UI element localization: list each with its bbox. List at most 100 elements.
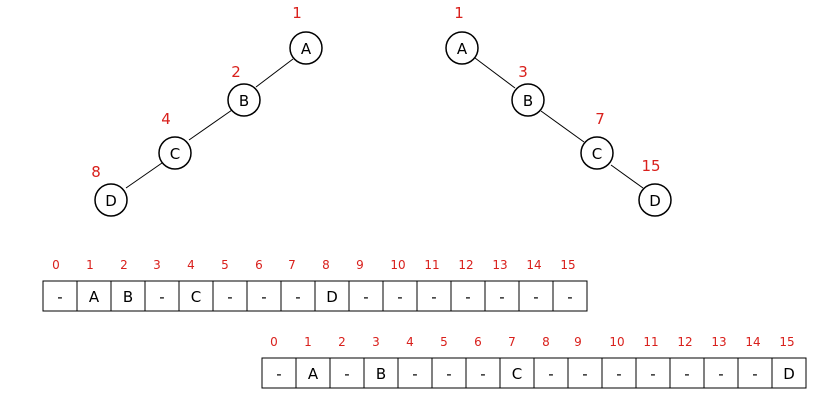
array1-cell-7-value: -: [295, 288, 300, 306]
array2-cell-11-value: -: [650, 365, 655, 383]
tree1-node-d: D: [94, 183, 128, 217]
array2-cell-1: [295, 357, 331, 389]
array2-index-8: 8: [542, 335, 550, 349]
array1-cell-14: [518, 280, 554, 312]
array2-cell-0-value: -: [276, 365, 281, 383]
array1-cell-5-value: -: [227, 288, 232, 306]
array1-index-3: 3: [153, 258, 161, 272]
array1-cell-6-value: -: [261, 288, 266, 306]
tree2-node-b: B: [511, 83, 545, 117]
tree2-node-a: A: [445, 31, 479, 65]
array2-index-1: 1: [304, 335, 312, 349]
tree-left-skewed: A 1 B 2 C 4 D 8: [91, 4, 323, 217]
array1-index-0: 0: [52, 258, 60, 272]
array1-index-9: 9: [356, 258, 364, 272]
array2-index-0: 0: [270, 335, 278, 349]
array1-cell-10-value: -: [397, 288, 402, 306]
array2-cell-3-value: B: [376, 365, 386, 383]
tree1-node-a-index: 1: [292, 4, 302, 22]
array1-cell-2: [110, 280, 146, 312]
array2-index-2: 2: [338, 335, 346, 349]
tree1-edge-a-b: [255, 58, 294, 88]
array1-cell-1-value: A: [89, 288, 100, 306]
array1-cell-3: [144, 280, 180, 312]
tree2-node-b-label: B: [523, 92, 533, 110]
tree2-node-a-label: A: [457, 40, 468, 58]
array1-cell-13-value: -: [499, 288, 504, 306]
array2-cell-14-value: -: [752, 365, 757, 383]
array1-cell-10: [382, 280, 418, 312]
array1-index-13: 13: [492, 258, 507, 272]
array1-cell-4-value: C: [191, 288, 201, 306]
array2-cell-6-value: -: [480, 365, 485, 383]
array1-cell-11: [416, 280, 452, 312]
array2-cell-0: [261, 357, 297, 389]
tree2-edge-b-c: [540, 110, 585, 143]
tree1-node-a-label: A: [301, 40, 312, 58]
array2-index-3: 3: [372, 335, 380, 349]
array1-cell-5: [212, 280, 248, 312]
tree1-node-c-label: C: [170, 145, 180, 163]
tree2-node-d-index: 15: [641, 157, 660, 175]
array1-index-14: 14: [526, 258, 541, 272]
array1-index-6: 6: [255, 258, 263, 272]
array1-cell-15: [552, 280, 588, 312]
array2-index-7: 7: [508, 335, 516, 349]
array1-cell-1: [76, 280, 112, 312]
array1-cell-2-value: B: [123, 288, 133, 306]
array1-cell-3-value: -: [159, 288, 164, 306]
array2-cell-9: [567, 357, 603, 389]
array1-cell-13: [484, 280, 520, 312]
tree1-node-d-index: 8: [91, 163, 101, 181]
array1-cell-0: [42, 280, 78, 312]
array-right-skewed: 0 1 2 3 4 5 6 7 8 9 10 11 12 13 14 15 - …: [261, 335, 807, 389]
array2-cell-15-value: D: [783, 365, 795, 383]
array-left-skewed: 0 1 2 3 4 5 6 7 8 9 10 11 12 13 14 15 - …: [42, 258, 588, 312]
tree1-node-a: A: [289, 31, 323, 65]
array2-cell-10-value: -: [616, 365, 621, 383]
array1-cell-9: [348, 280, 384, 312]
array1-index-11: 11: [424, 258, 439, 272]
array2-index-14: 14: [745, 335, 760, 349]
array1-cell-15-value: -: [567, 288, 572, 306]
array2-index-10: 10: [609, 335, 624, 349]
array2-cell-7-value: C: [512, 365, 522, 383]
tree2-node-c: C: [580, 136, 614, 170]
tree1-node-b-index: 2: [231, 63, 241, 81]
array2-cell-11: [635, 357, 671, 389]
array2-cell-2: [329, 357, 365, 389]
array2-index-13: 13: [711, 335, 726, 349]
array2-index-5: 5: [440, 335, 448, 349]
array1-index-12: 12: [458, 258, 473, 272]
array1-cell-8: [314, 280, 350, 312]
tree2-edge-c-d: [610, 164, 644, 189]
array1-index-4: 4: [187, 258, 195, 272]
tree-right-skewed: A 1 B 3 C 7 D 15: [445, 4, 672, 217]
array1-cell-7: [280, 280, 316, 312]
array2-cell-6: [465, 357, 501, 389]
array1-index-1: 1: [86, 258, 94, 272]
array2-cell-3: [363, 357, 399, 389]
array1-index-5: 5: [221, 258, 229, 272]
tree2-node-c-index: 7: [595, 110, 605, 128]
array2-cell-5-value: -: [446, 365, 451, 383]
array1-cell-11-value: -: [431, 288, 436, 306]
tree2-node-d-label: D: [649, 192, 661, 210]
tree1-edge-c-d: [125, 162, 163, 189]
array1-index-10: 10: [390, 258, 405, 272]
array2-cell-13-value: -: [718, 365, 723, 383]
array2-cell-2-value: -: [344, 365, 349, 383]
array1-cell-12: [450, 280, 486, 312]
tree2-node-a-index: 1: [454, 4, 464, 22]
array2-index-11: 11: [643, 335, 658, 349]
array1-cell-14-value: -: [533, 288, 538, 306]
array1-index-7: 7: [288, 258, 296, 272]
array1-cell-0-value: -: [57, 288, 62, 306]
array1-index-8: 8: [322, 258, 330, 272]
tree1-node-c: C: [158, 136, 192, 170]
array2-cell-9-value: -: [582, 365, 587, 383]
array2-index-6: 6: [474, 335, 482, 349]
array2-cell-12-value: -: [684, 365, 689, 383]
array2-index-4: 4: [406, 335, 414, 349]
